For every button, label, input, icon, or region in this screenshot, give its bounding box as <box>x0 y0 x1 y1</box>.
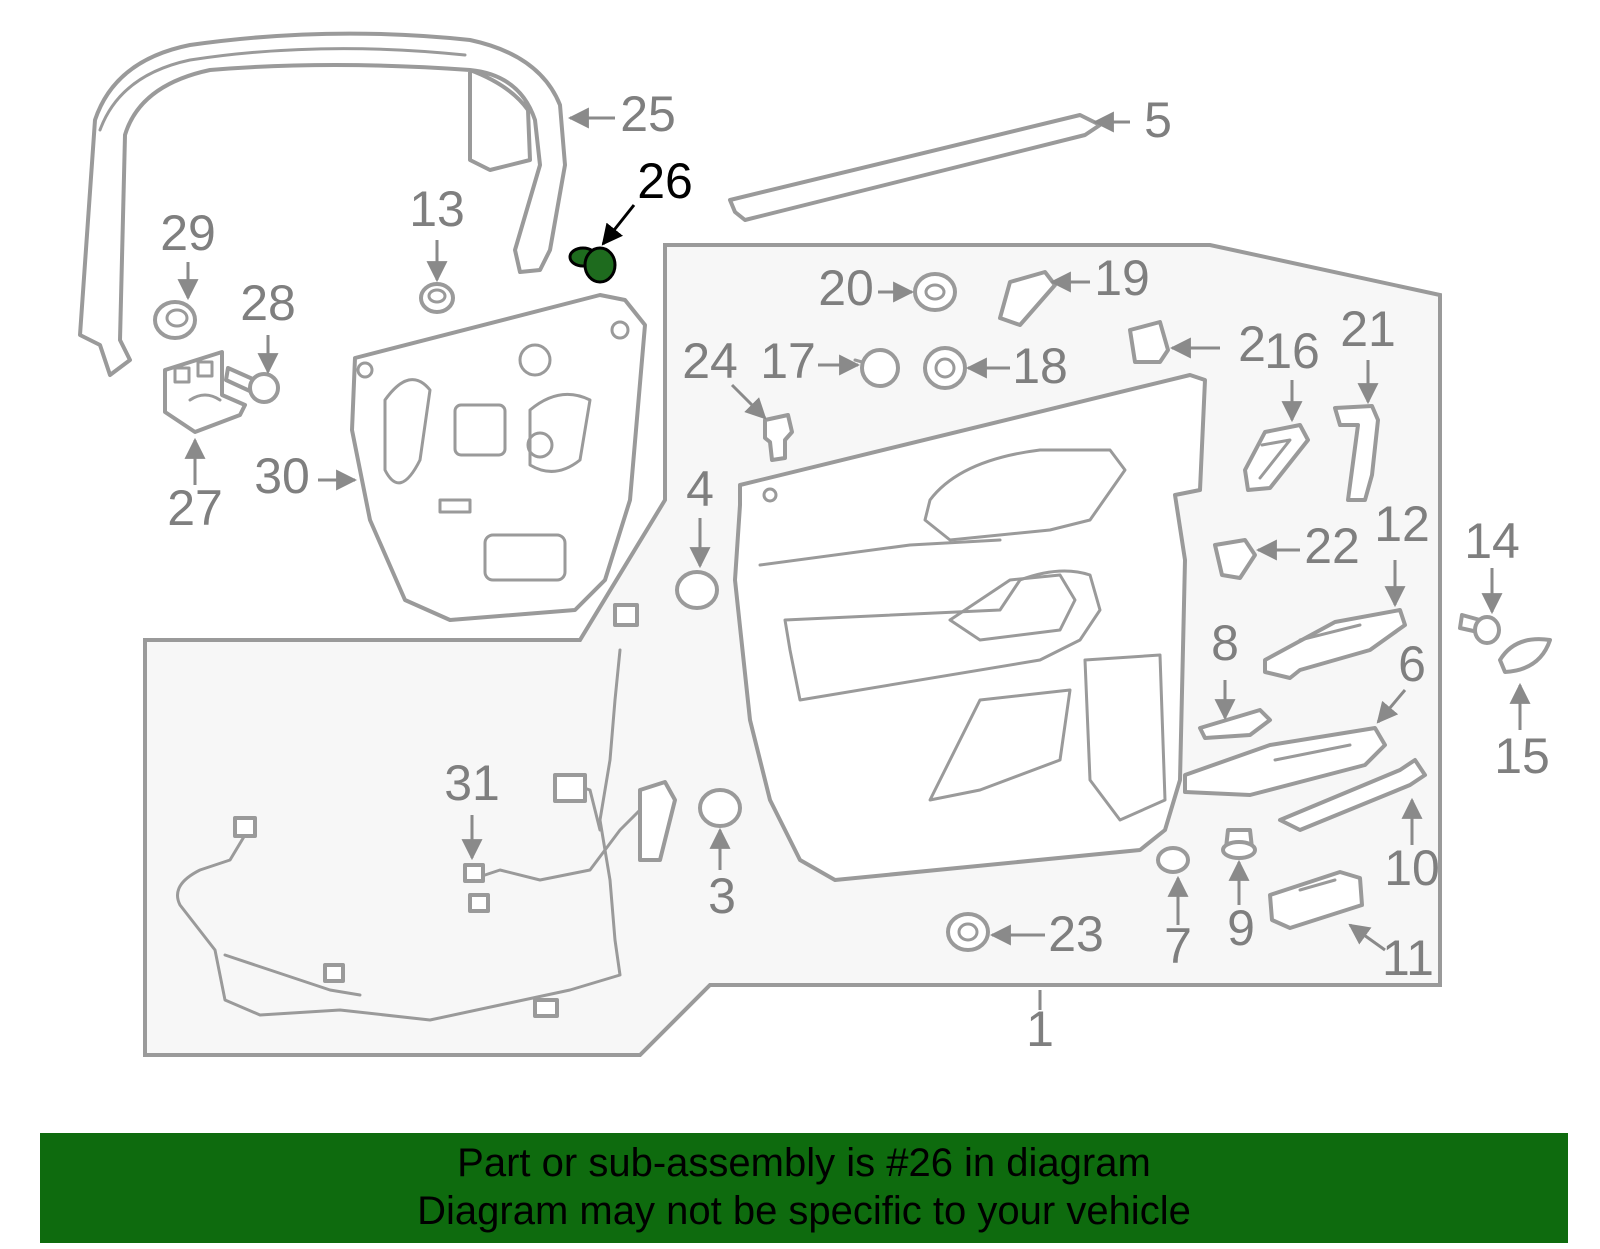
leader-lines <box>177 107 1531 1010</box>
callout-28: 28 <box>240 275 296 331</box>
callout-17: 17 <box>760 333 816 389</box>
part-23-grommet <box>946 912 990 952</box>
banner-disclaimer-line: Diagram may not be specific to your vehi… <box>417 1189 1191 1233</box>
callout-11: 11 <box>1382 930 1434 986</box>
part-4-retainer <box>675 570 719 610</box>
callout-18: 18 <box>1012 338 1068 394</box>
callout-16: 16 <box>1264 323 1320 379</box>
callout-6: 6 <box>1398 636 1426 692</box>
callout-21: 21 <box>1340 301 1396 357</box>
callout-7: 7 <box>1164 918 1192 974</box>
part-10-trim-strip <box>1278 758 1427 832</box>
part-2-clip <box>1128 320 1170 364</box>
info-banner: Part or sub-assembly is #26 in diagram D… <box>40 1133 1568 1243</box>
part-28-bolt <box>224 366 280 404</box>
callout-10: 10 <box>1384 840 1440 896</box>
part-17-push-retainer <box>853 348 900 388</box>
callout-14: 14 <box>1464 513 1520 569</box>
part-16-switch-bezel <box>1243 423 1310 492</box>
callout-31: 31 <box>444 755 500 811</box>
part-8-cover <box>1198 708 1272 740</box>
part-22-clip <box>1213 538 1257 580</box>
part-31-wiring-harness <box>176 603 677 1022</box>
callout-29: 29 <box>160 205 216 261</box>
callout-22: 22 <box>1304 518 1360 574</box>
part-1-door-trim-panel <box>733 373 1207 882</box>
callout-20: 20 <box>818 260 874 316</box>
callout-23: 23 <box>1048 906 1104 962</box>
callout-26: 26 <box>637 153 693 209</box>
callout-8: 8 <box>1211 615 1239 671</box>
callout-19: 19 <box>1094 250 1150 306</box>
callout-27: 27 <box>167 480 223 536</box>
part-27-hinge <box>163 350 247 434</box>
callout-1: 1 <box>1026 1001 1054 1057</box>
parts-diagram: 1 2 3 4 5 6 7 8 9 10 11 12 13 14 15 16 1… <box>78 31 1552 1057</box>
part-14-screw <box>1458 613 1501 645</box>
part-19-bezel <box>998 270 1057 327</box>
callout-30: 30 <box>254 448 310 504</box>
part-30-water-deflector <box>350 293 647 622</box>
callout-2: 2 <box>1238 316 1266 372</box>
part-26-retainer-clip <box>568 246 617 284</box>
callout-24: 24 <box>682 333 738 389</box>
callout-9: 9 <box>1227 900 1255 956</box>
part-6-armrest-bracket <box>1183 726 1387 797</box>
part-13-grommet <box>419 282 455 314</box>
callout-3: 3 <box>708 868 736 924</box>
part-15-cap <box>1498 637 1552 674</box>
part-3-retainer <box>698 788 742 828</box>
callout-12: 12 <box>1374 496 1430 552</box>
part-7-clip <box>1156 846 1190 874</box>
part-12-pull-handle <box>1263 608 1407 680</box>
part-11-window-switch <box>1268 870 1364 930</box>
callout-15: 15 <box>1494 728 1550 784</box>
part-29-bushing <box>153 300 197 340</box>
part-24-pin <box>763 413 794 462</box>
part-18-push-retainer <box>923 346 967 390</box>
callout-5: 5 <box>1144 92 1172 148</box>
callout-4: 4 <box>686 461 714 517</box>
part-5-belt-molding <box>728 113 1102 222</box>
banner-part-line: Part or sub-assembly is #26 in diagram <box>457 1141 1151 1185</box>
part-25-window-frame <box>78 31 567 377</box>
part-20-grommet <box>913 272 957 312</box>
callout-13: 13 <box>409 181 465 237</box>
callout-25: 25 <box>620 86 676 142</box>
part-9-pin <box>1221 828 1257 860</box>
part-21-bracket <box>1333 404 1380 502</box>
